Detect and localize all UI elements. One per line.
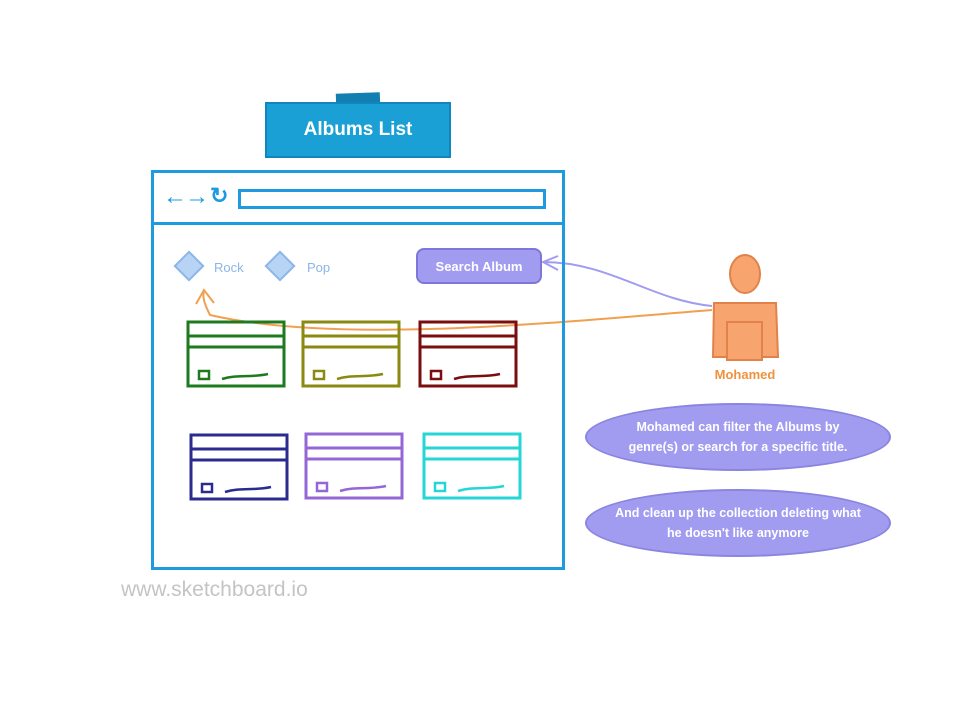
arrowhead-search [540,255,559,271]
filter-pop-label[interactable]: Pop [307,260,331,275]
address-bar[interactable] [238,189,546,209]
album-card[interactable] [186,320,286,388]
note-cleanup: And clean up the collection deleting wha… [585,489,891,557]
actor-legs [726,321,763,361]
filter-pop-checkbox[interactable] [264,250,296,282]
actor-figure [711,254,780,361]
album-card[interactable] [422,432,522,500]
actor-head [729,254,761,294]
search-album-button[interactable]: Search Album [416,248,542,284]
filter-rock-checkbox[interactable] [173,250,205,282]
album-card[interactable] [301,320,401,388]
connector-search [542,261,713,307]
browser-toolbar: ←→ ↻ [154,173,562,225]
arrowhead-filter [195,288,215,305]
album-grid [186,320,522,501]
album-card[interactable] [189,433,289,501]
album-card[interactable] [418,320,518,388]
page-title: Albums List [265,102,451,158]
note-filter-search: Mohamed can filter the Albums by genre(s… [585,403,891,471]
watermark: www.sketchboard.io [121,578,308,601]
album-card[interactable] [304,432,404,500]
reload-icon[interactable]: ↻ [210,183,229,208]
browser-window: ←→ ↻ [151,170,565,570]
back-forward-icon[interactable]: ←→ [163,183,209,210]
connector-filter [202,289,713,331]
filter-rock-label[interactable]: Rock [214,260,244,275]
actor-name: Mohamed [714,367,776,382]
